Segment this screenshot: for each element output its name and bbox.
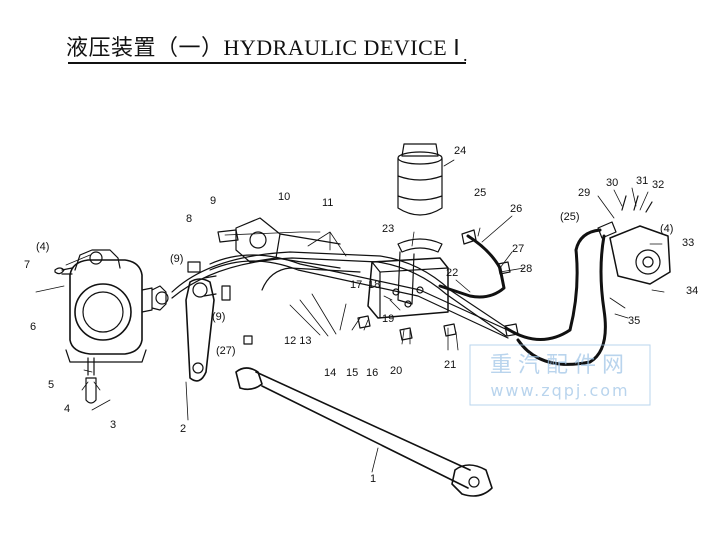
watermark: 重汽配件网 www.zqpj.com xyxy=(469,344,651,406)
callout-labels: 1 2 3 4 5 6 7 8 9 10 11 12 13 14 15 16 1… xyxy=(24,145,698,485)
pump-part xyxy=(597,195,671,285)
callout-24: 24 xyxy=(454,145,466,157)
callout-34: 34 xyxy=(686,285,698,297)
watermark-title: 重汽配件网 xyxy=(490,353,630,378)
callout-28: 28 xyxy=(520,263,532,275)
steering-gear-part xyxy=(54,249,169,404)
page-title: 液压装置（一）HYDRAULIC DEVICE Ⅰ xyxy=(66,35,461,60)
title-underline xyxy=(68,62,466,64)
pressure-pipes xyxy=(171,251,513,339)
drop-arm-part xyxy=(185,275,217,382)
callout-19: 19 xyxy=(382,313,394,325)
callout-paren-9-b: (9) xyxy=(212,311,225,323)
callout-29: 29 xyxy=(578,187,590,199)
callout-paren-9-a: (9) xyxy=(170,253,183,265)
callout-27: 27 xyxy=(512,243,524,255)
callout-9: 9 xyxy=(210,195,216,207)
return-hose xyxy=(438,228,607,366)
callout-4: 4 xyxy=(64,403,70,415)
callout-16: 16 xyxy=(366,367,378,379)
callout-2: 2 xyxy=(180,423,186,435)
callout-7: 7 xyxy=(24,259,30,271)
callout-3: 3 xyxy=(110,419,116,431)
callout-17: 17 xyxy=(350,279,362,291)
callout-6: 6 xyxy=(30,321,36,333)
title-dot: . xyxy=(463,45,468,65)
callout-31: 31 xyxy=(636,175,648,187)
oil-tank-part xyxy=(397,143,443,216)
callout-12-13: 12 13 xyxy=(284,335,312,347)
callout-18: 18 xyxy=(368,279,380,291)
callout-5: 5 xyxy=(48,379,54,391)
leader-lines xyxy=(35,159,665,473)
valve-block-part xyxy=(367,257,449,319)
callout-8: 8 xyxy=(186,213,192,225)
callout-paren-4-right: (4) xyxy=(660,223,673,235)
callout-20: 20 xyxy=(390,365,402,377)
callout-33: 33 xyxy=(682,237,694,249)
watermark-url: www.zqpj.com xyxy=(490,381,629,400)
callout-35: 35 xyxy=(628,315,640,327)
callout-25: 25 xyxy=(474,187,486,199)
callout-paren-25: (25) xyxy=(560,211,580,223)
callout-11: 11 xyxy=(322,197,333,209)
callout-14: 14 xyxy=(324,367,336,379)
callout-15: 15 xyxy=(346,367,358,379)
callout-26: 26 xyxy=(510,203,522,215)
callout-paren-4-left: (4) xyxy=(36,241,49,253)
callout-22: 22 xyxy=(446,267,458,279)
callout-23: 23 xyxy=(382,223,394,235)
callout-1: 1 xyxy=(370,473,376,485)
drag-link-part xyxy=(235,367,493,497)
tank-bracket-part xyxy=(397,238,443,305)
callout-21: 21 xyxy=(444,359,456,371)
callout-paren-27: (27) xyxy=(216,345,236,357)
callout-30: 30 xyxy=(606,177,618,189)
callout-10: 10 xyxy=(278,191,290,203)
callout-32: 32 xyxy=(652,179,664,191)
